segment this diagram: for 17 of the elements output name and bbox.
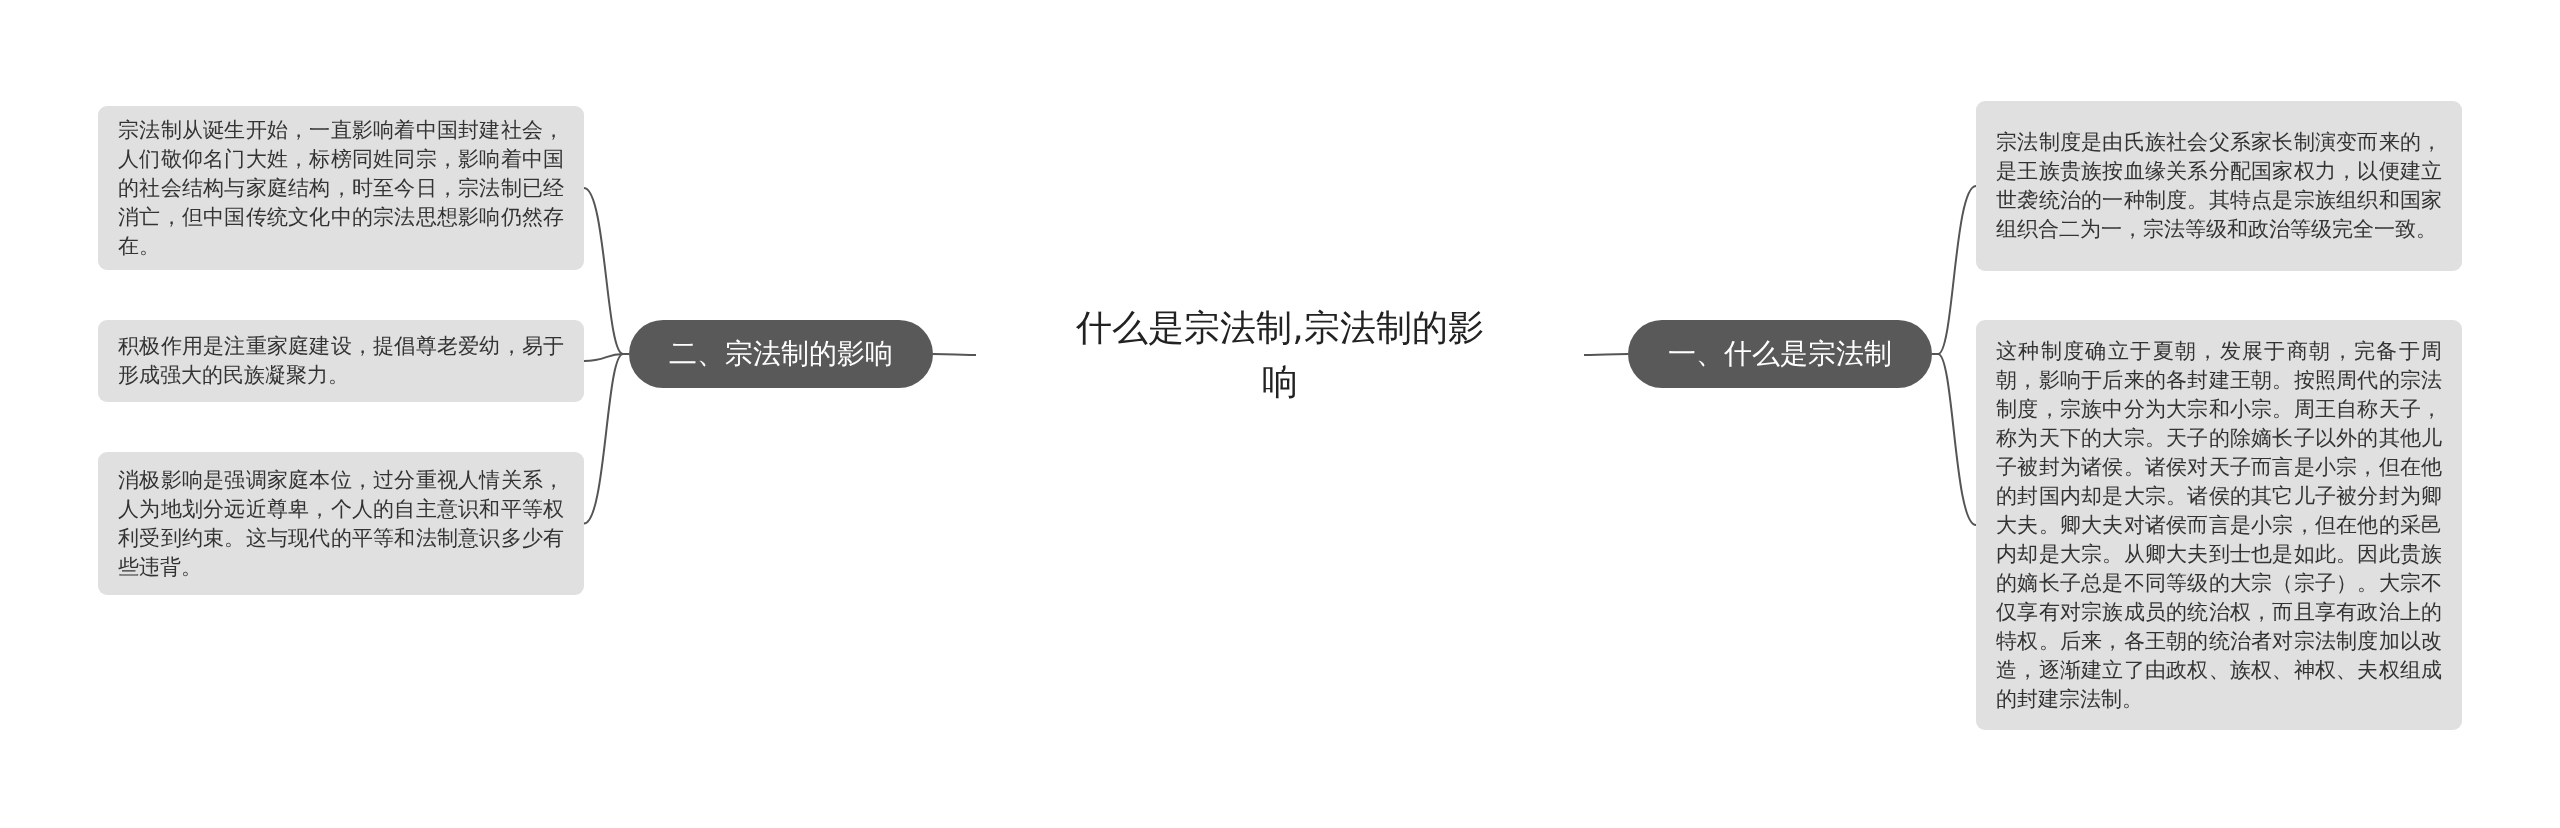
- topic-text: 消极影响是强调家庭本位，过分重视人情关系，人为地划分远近尊卑，个人的自主意识和平等权利受到约束。这与现代的平等和法制意识多少有些违背。: [118, 466, 564, 581]
- topic-text: 宗法制度是由氏族社会父系家长制演变而来的，是王族贵族按血缘关系分配国家权力，以便建立世袭统治的一种制度。其特点是宗族组织和国家组织合二为一，宗法等级和政治等级完全一致。: [1996, 129, 2442, 243]
- text-card: [98, 106, 584, 270]
- connector-line: [1931, 353, 1977, 526]
- text-card: [98, 452, 584, 595]
- topic-text: 这种制度确立于夏朝，发展于商朝，完备于周朝，影响于后来的各封建王朝。按照周代的宗法制度，宗族中分为大宗和小宗。周王自称天子，称为天下的大宗。天子的除嫡长子以外的其他儿子被封为诸侯。诸侯对天子而言是小宗，但在他的封国内却是大宗。诸侯的其它儿子被分封为卿大夫。卿大夫对诸侯而言是小宗，但在他的采邑内却是大宗。从卿大夫到士也是如此。因此贵族的嫡长子总是不同等级的大宗（宗子）。大宗不仅享有对宗族成员的统治权，而且享有政治上的特权。后来，各王朝的统治者对宗法制度加以改造，逐渐建立了由政权、族权、神权、夫权组成的封建宗法制。: [1996, 337, 2442, 713]
- topic-text: 什么是宗法制,宗法制的影响: [1075, 306, 1485, 404]
- text-card: [98, 320, 584, 402]
- topic-text: 二、宗法制的影响: [669, 336, 893, 372]
- connector-line: [932, 353, 977, 356]
- topic-text: 积极作用是注重家庭建设，提倡尊老爱幼，易于形成强大的民族凝聚力。: [118, 333, 564, 389]
- text-card: [1976, 320, 2462, 730]
- topic-text: 一、什么是宗法制: [1668, 336, 1892, 372]
- topic-text: 宗法制从诞生开始，一直影响着中国封建社会，人们敬仰名门大姓，标榜同姓同宗，影响着中国的社会结构与家庭结构，时至今日，宗法制已经消亡，但中国传统文化中的宗法思想影响仍然存在。: [118, 116, 564, 260]
- connector-line: [1583, 353, 1629, 356]
- connector-line: [583, 353, 630, 525]
- text-card: [1976, 101, 2462, 271]
